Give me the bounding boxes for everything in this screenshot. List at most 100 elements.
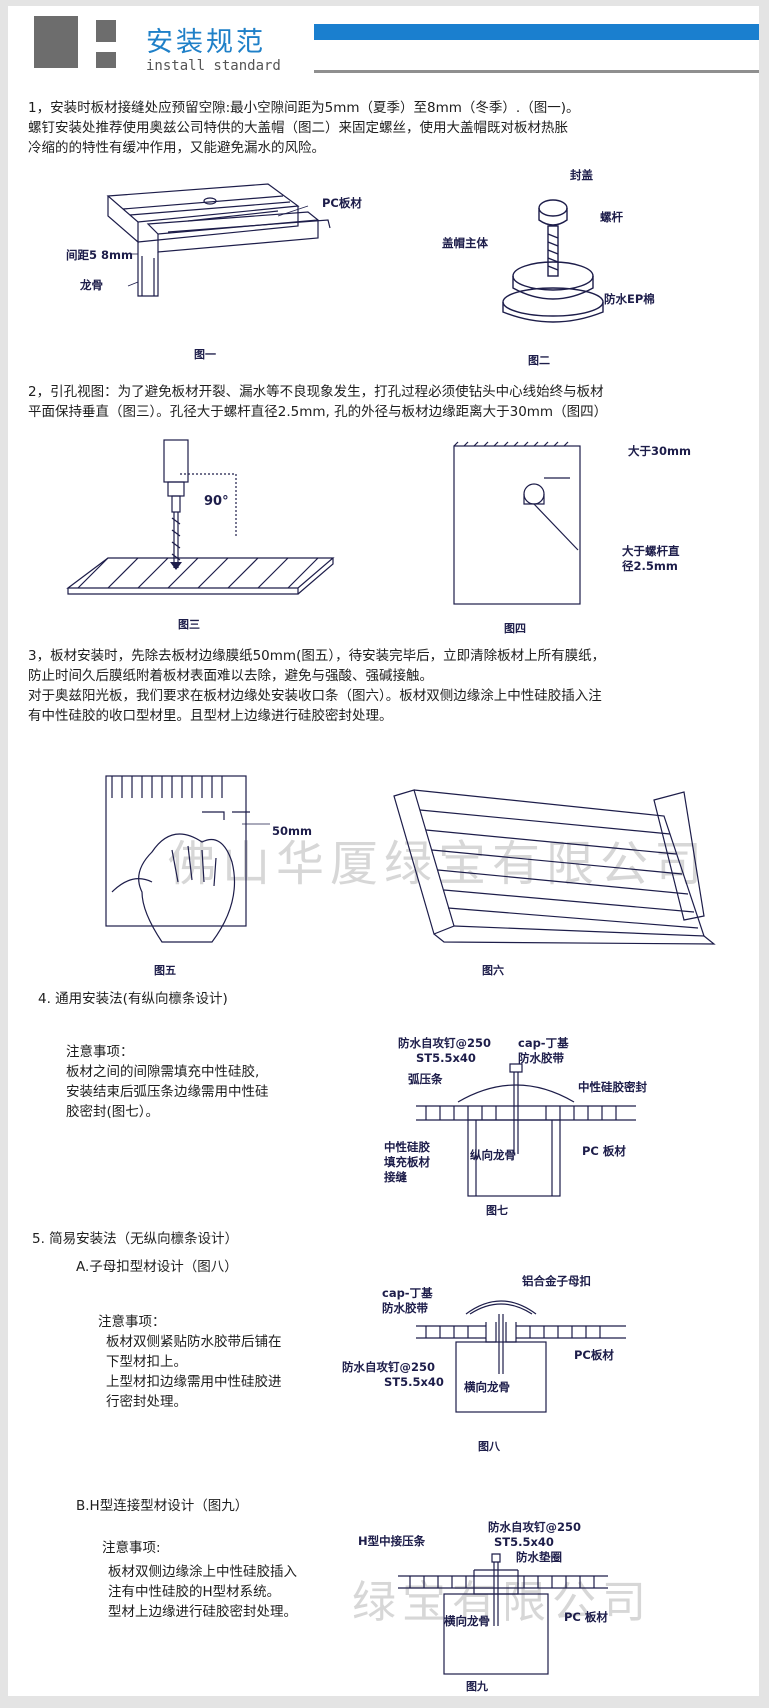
fig2-label-body: 盖帽主体 (442, 236, 488, 250)
fig8-label-alu: 铝合金子母扣 (522, 1274, 591, 1288)
fig3-caption: 图三 (178, 618, 200, 631)
fig7-label-silicone-seal: 中性硅胶密封 (578, 1080, 647, 1094)
fig7-caption: 图七 (486, 1204, 508, 1217)
section3-line: 3，板材安装时，先除去板材边缘膜纸50mm(图五），待安装完毕后，立即清除板材上… (28, 648, 606, 664)
install-standard-page: 安装规范 install standard 1，安装时板材接缝处应预留空隙:最小… (8, 6, 759, 1696)
logo-block-bottom (96, 52, 116, 68)
section4-note: 注意事项： 板材之间的间隙需填充中性硅胶, 安装结束后弧压条边缘需用中性硅 胶密… (66, 1042, 269, 1122)
figure-3-diagram (66, 439, 335, 595)
section4-note-title: 注意事项： (66, 1044, 134, 1060)
section5-subA-note-line: 上型材扣边缘需用中性硅胶进 (106, 1374, 282, 1390)
section4-note-line: 胶密封(图七）。 (66, 1104, 160, 1120)
section4-note-line: 安装结束后弧压条边缘需用中性硅 (66, 1084, 269, 1100)
fig4-label-diameter-line: 大于螺杆直 (622, 544, 680, 558)
fig7-label-fill-line: 填充板材 (384, 1155, 430, 1169)
section4-note-line: 板材之间的间隙需填充中性硅胶, (66, 1064, 260, 1080)
section5-subB-note-line: 型材上边缘进行硅胶密封处理。 (108, 1604, 297, 1620)
fig9-label-pad-line: 防水垫圈 (516, 1550, 562, 1564)
fig9-label-keel: 横向龙骨 (444, 1614, 490, 1628)
section3-text: 3，板材安装时，先除去板材边缘膜纸50mm(图五），待安装完毕后，立即清除板材上… (28, 646, 605, 726)
fig9-label-pc: PC 板材 (564, 1610, 608, 1624)
fig5-label-50mm: 50mm (272, 824, 312, 838)
page-subtitle: install standard (146, 58, 281, 74)
fig7-label-fill: 中性硅胶 填充板材 接缝 (384, 1140, 430, 1185)
figure-7-diagram (416, 1063, 636, 1197)
fig8-label-capding-line: cap-丁基 (382, 1286, 433, 1300)
watermark: 佛山华厦绿宝有限公司 (168, 836, 709, 892)
fig9-caption: 图九 (466, 1680, 488, 1693)
fig3-label-angle: 90° (204, 494, 229, 509)
fig1-label-gap: 间距5 8mm (66, 248, 133, 262)
fig7-label-pc: PC 板材 (582, 1144, 626, 1158)
section5-subB-heading: B.H型连接型材设计（图九） (76, 1498, 249, 1514)
fig7-label-screw: 防水自攻钉@250 ST5.5x40 (398, 1036, 491, 1066)
section5-subA-note-line: 行密封处理。 (106, 1394, 187, 1410)
section1-line: 螺钉安装处推荐使用奥兹公司特供的大盖帽（图二）来固定螺丝，使用大盖帽既对板材热胀 (28, 120, 568, 136)
fig8-label-screw-line: 防水自攻钉@250 (342, 1360, 436, 1374)
figure-4-diagram (453, 441, 581, 605)
fig7-label-spec-line: ST5.5x40 (416, 1051, 476, 1065)
fig6-caption: 图六 (482, 964, 504, 977)
figure-6-diagram (393, 789, 716, 945)
fig1-label-pc: PC板材 (322, 196, 362, 210)
section5-subB-note-line: 注有中性硅胶的H型材系统。 (108, 1584, 281, 1600)
fig7-label-arc: 弧压条 (408, 1072, 443, 1086)
fig7-label-screw-line: 防水自攻钉@250 (398, 1036, 492, 1050)
fig7-label-capding-line: cap-丁基 (518, 1036, 569, 1050)
fig1-label-keel: 龙骨 (80, 278, 103, 292)
section2-text: 2，引孔视图：为了避免板材开裂、漏水等不良现象发生，打孔过程必须使钻头中心线始终… (28, 382, 607, 422)
section5-subA-note: 注意事项： 板材双侧紧贴防水胶带后铺在 下型材扣上。 上型材扣边缘需用中性硅胶进… (98, 1312, 282, 1412)
section1-line: 1，安装时板材接缝处应预留空隙:最小空隙间距为5mm（夏季）至8mm（冬季）.（… (28, 100, 580, 116)
fig7-label-cap: cap-丁基 防水胶带 (518, 1036, 569, 1066)
figure-9-diagram (398, 1553, 608, 1675)
section5-subA-note-line: 下型材扣上。 (106, 1354, 187, 1370)
fig2-caption: 图二 (528, 354, 550, 367)
fig8-label-spec-line: ST5.5x40 (384, 1375, 444, 1389)
section1-line: 冷缩的的特性有缓冲作用，又能避免漏水的风险。 (28, 140, 325, 156)
fig4-caption: 图四 (504, 622, 526, 635)
fig7-label-keel: 纵向龙骨 (470, 1148, 516, 1162)
section3-line: 防止时间久后膜纸附着板材表面难以去除，避免与强酸、强碱接触。 (28, 668, 433, 684)
fig2-label-rod: 螺杆 (600, 210, 623, 224)
logo-block-large (34, 16, 78, 68)
fig7-label-fill-line: 接缝 (384, 1170, 407, 1184)
watermark-2: 绿宝有限公司 (352, 1577, 652, 1628)
fig8-label-pc: PC板材 (574, 1348, 614, 1362)
fig9-label-spec-line: ST5.5x40 (494, 1535, 554, 1549)
section5-heading: 5. 简易安装法（无纵向檩条设计） (32, 1231, 239, 1247)
header-gray-line (314, 70, 759, 73)
fig2-label-cap: 封盖 (570, 168, 593, 182)
section2-line: 平面保持垂直（图三）。孔径大于螺杆直径2.5mm, 孔的外径与板材边缘距离大于3… (28, 404, 608, 420)
section3-line: 对于奥兹阳光板，我们要求在板材边缘处安装收口条（图六）。板材双侧边缘涂上中性硅胶… (28, 688, 602, 704)
fig8-label-cap: cap-丁基 防水胶带 (382, 1286, 433, 1316)
fig8-label-screw: 防水自攻钉@250 ST5.5x40 (342, 1360, 444, 1390)
fig8-label-keel: 横向龙骨 (464, 1380, 510, 1394)
fig9-label-screw-line: 防水自攻钉@250 (488, 1520, 582, 1534)
section4-heading: 4. 通用安装法(有纵向檩条设计) (38, 991, 228, 1007)
section1-text: 1，安装时板材接缝处应预留空隙:最小空隙间距为5mm（夏季）至8mm（冬季）.（… (28, 98, 579, 158)
fig9-label-h: H型中接压条 (358, 1534, 426, 1548)
fig1-caption: 图一 (194, 348, 216, 361)
fig8-label-tape-line: 防水胶带 (382, 1301, 428, 1315)
fig2-label-ep: 防水EP棉 (604, 292, 655, 306)
section5-subB-note-title: 注意事项: (102, 1540, 161, 1556)
fig5-caption: 图五 (154, 964, 176, 977)
fig9-label-screw: 防水自攻钉@250 ST5.5x40 防水垫圈 (488, 1520, 581, 1565)
section5-subA-note-title: 注意事项： (98, 1314, 166, 1330)
fig4-label-distance: 大于30mm (628, 444, 691, 458)
fig7-label-tape-line: 防水胶带 (518, 1051, 564, 1065)
figure-5-diagram (105, 775, 270, 943)
header-blue-bar (314, 24, 759, 40)
section5-subB-note: 注意事项: 板材双侧边缘涂上中性硅胶插入 注有中性硅胶的H型材系统。 型材上边缘… (102, 1538, 297, 1622)
fig4-label-diameter: 大于螺杆直 径2.5mm (622, 544, 680, 574)
section2-line: 2，引孔视图：为了避免板材开裂、漏水等不良现象发生，打孔过程必须使钻头中心线始终… (28, 384, 604, 400)
section5-subA-note-line: 板材双侧紧贴防水胶带后铺在 (106, 1334, 282, 1350)
fig4-label-diameter-line: 径2.5mm (622, 559, 678, 573)
logo-block-top (96, 20, 116, 42)
page-title: 安装规范 (146, 27, 266, 58)
section5-subB-note-line: 板材双侧边缘涂上中性硅胶插入 (108, 1564, 297, 1580)
section5-subA-heading: A.子母扣型材设计（图八） (76, 1259, 238, 1275)
fig7-label-fill-line: 中性硅胶 (384, 1140, 430, 1154)
figure-8-diagram (416, 1300, 626, 1413)
figure-2-diagram (502, 199, 604, 323)
